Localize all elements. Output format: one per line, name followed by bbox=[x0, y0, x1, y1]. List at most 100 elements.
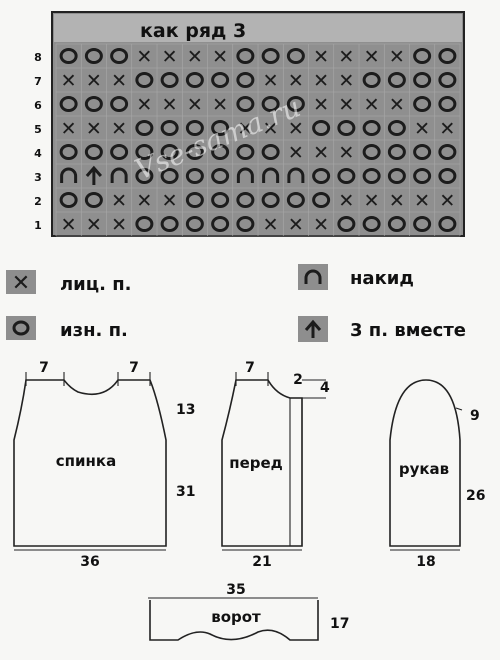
purl-stitch-cell bbox=[413, 144, 432, 160]
purl-stitch-cell bbox=[110, 144, 129, 160]
knit-stitch-cell: ✕ bbox=[313, 214, 329, 236]
sleeve-width-dim: 18 bbox=[416, 554, 435, 570]
sleeve-piece-label: рукав bbox=[399, 460, 449, 478]
knit-stitch-cell: ✕ bbox=[61, 70, 77, 92]
purl-stitch-cell bbox=[438, 48, 457, 64]
sleeve-length-dim: 26 bbox=[466, 488, 485, 504]
purl-stitch-cell bbox=[236, 192, 255, 208]
purl-stitch-cell bbox=[236, 72, 255, 88]
knit-stitch-cell: ✕ bbox=[61, 214, 77, 236]
purl-stitch-cell bbox=[312, 168, 331, 184]
purl-stitch-cell bbox=[211, 216, 230, 232]
purl-stitch-cell bbox=[211, 72, 230, 88]
knit-stitch-cell: ✕ bbox=[212, 94, 228, 116]
row-number: 8 bbox=[34, 51, 42, 64]
purl-stitch-cell bbox=[438, 96, 457, 112]
back-side-dim: 31 bbox=[176, 484, 195, 500]
purl-circle-icon bbox=[6, 316, 36, 340]
purl-stitch-cell bbox=[84, 96, 103, 112]
knit-stitch-cell: ✕ bbox=[212, 46, 228, 68]
purl-stitch-cell bbox=[337, 120, 356, 136]
knit-stitch-cell: ✕ bbox=[162, 190, 178, 212]
purl-stitch-cell bbox=[135, 168, 154, 184]
row-number: 2 bbox=[34, 195, 42, 208]
knit-stitch-cell: ✕ bbox=[364, 46, 380, 68]
yarn-over-icon bbox=[298, 264, 328, 290]
purl-stitch-cell bbox=[286, 48, 305, 64]
purl-stitch-cell bbox=[135, 72, 154, 88]
knit-stitch-cell: ✕ bbox=[263, 214, 279, 236]
knit-stitch-cell: ✕ bbox=[162, 94, 178, 116]
chart-grid bbox=[55, 43, 461, 237]
collar-piece: 35 ворот 17 bbox=[148, 582, 349, 641]
collar-piece-label: ворот bbox=[211, 608, 261, 626]
purl-stitch-cell bbox=[438, 144, 457, 160]
purl-stitch-cell bbox=[135, 216, 154, 232]
knit-stitch-cell: ✕ bbox=[288, 214, 304, 236]
knit-cross-icon bbox=[6, 270, 36, 294]
chart-header-band bbox=[54, 14, 462, 42]
legend-label-purl: изн. п. bbox=[60, 320, 128, 341]
purl-stitch-cell bbox=[185, 72, 204, 88]
row-number: 4 bbox=[34, 147, 42, 160]
purl-stitch-cell bbox=[413, 216, 432, 232]
purl-stitch-cell bbox=[160, 144, 179, 160]
purl-stitch-cell bbox=[362, 168, 381, 184]
purl-stitch-cell bbox=[135, 120, 154, 136]
knit-stitch-cell: ✕ bbox=[86, 118, 102, 140]
back-piece-label: спинка bbox=[56, 452, 116, 470]
chart-cells: ✕✕✕✕✕✕✕✕✕✕✕✕✕✕✕✕✕✕✕✕✕✕✕✕✕✕✕✕✕✕✕✕✕✕✕✕✕✕✕✕… bbox=[59, 46, 457, 236]
purl-stitch-cell bbox=[362, 144, 381, 160]
collar-width-dim: 35 bbox=[226, 582, 245, 598]
purl-stitch-cell bbox=[135, 144, 154, 160]
svg-text:✕: ✕ bbox=[12, 271, 30, 296]
knit-stitch-cell: ✕ bbox=[364, 94, 380, 116]
knit-stitch-cell: ✕ bbox=[187, 46, 203, 68]
knit-stitch-cell: ✕ bbox=[263, 118, 279, 140]
knit-stitch-cell: ✕ bbox=[313, 142, 329, 164]
knit-stitch-cell: ✕ bbox=[162, 46, 178, 68]
purl-stitch-cell bbox=[84, 48, 103, 64]
purl-stitch-cell bbox=[160, 168, 179, 184]
knit-stitch-cell: ✕ bbox=[136, 94, 152, 116]
row-number: 7 bbox=[34, 75, 42, 88]
purl-stitch-cell bbox=[413, 72, 432, 88]
front-piece-label: перед bbox=[229, 454, 283, 472]
knit-stitch-cell: ✕ bbox=[86, 214, 102, 236]
purl-stitch-cell bbox=[211, 120, 230, 136]
row-number: 1 bbox=[34, 219, 42, 232]
legend-label-knit: лиц. п. bbox=[60, 274, 132, 295]
row-number: 6 bbox=[34, 99, 42, 112]
yarn-over-cell bbox=[110, 167, 128, 183]
sleeve-piece: 9 26 18 рукав bbox=[389, 379, 485, 570]
purl-stitch-cell bbox=[185, 192, 204, 208]
purl-stitch-cell bbox=[438, 72, 457, 88]
front-neck-depth-dim: 4 bbox=[320, 380, 330, 396]
purl-stitch-cell bbox=[387, 120, 406, 136]
purl-stitch-cell bbox=[337, 168, 356, 184]
purl-stitch-cell bbox=[236, 144, 255, 160]
purl-stitch-cell bbox=[185, 216, 204, 232]
legend-label-three-together: 3 п. вместе bbox=[350, 320, 466, 341]
legend-label-yarnover: накид bbox=[350, 268, 414, 289]
knit-stitch-cell: ✕ bbox=[136, 46, 152, 68]
knit-stitch-cell: ✕ bbox=[111, 70, 127, 92]
purl-stitch-cell bbox=[160, 216, 179, 232]
purl-stitch-cell bbox=[185, 168, 204, 184]
back-armhole-dim: 13 bbox=[176, 402, 195, 418]
purl-stitch-cell bbox=[413, 96, 432, 112]
purl-stitch-cell bbox=[211, 192, 230, 208]
purl-stitch-cell bbox=[362, 120, 381, 136]
knit-stitch-cell: ✕ bbox=[389, 94, 405, 116]
knit-stitch-cell: ✕ bbox=[86, 70, 102, 92]
knit-stitch-cell: ✕ bbox=[439, 190, 455, 212]
knit-stitch-cell: ✕ bbox=[136, 190, 152, 212]
purl-stitch-cell bbox=[362, 216, 381, 232]
purl-stitch-cell bbox=[84, 192, 103, 208]
front-width-dim: 21 bbox=[252, 554, 271, 570]
purl-stitch-cell bbox=[387, 216, 406, 232]
purl-stitch-cell bbox=[261, 48, 280, 64]
